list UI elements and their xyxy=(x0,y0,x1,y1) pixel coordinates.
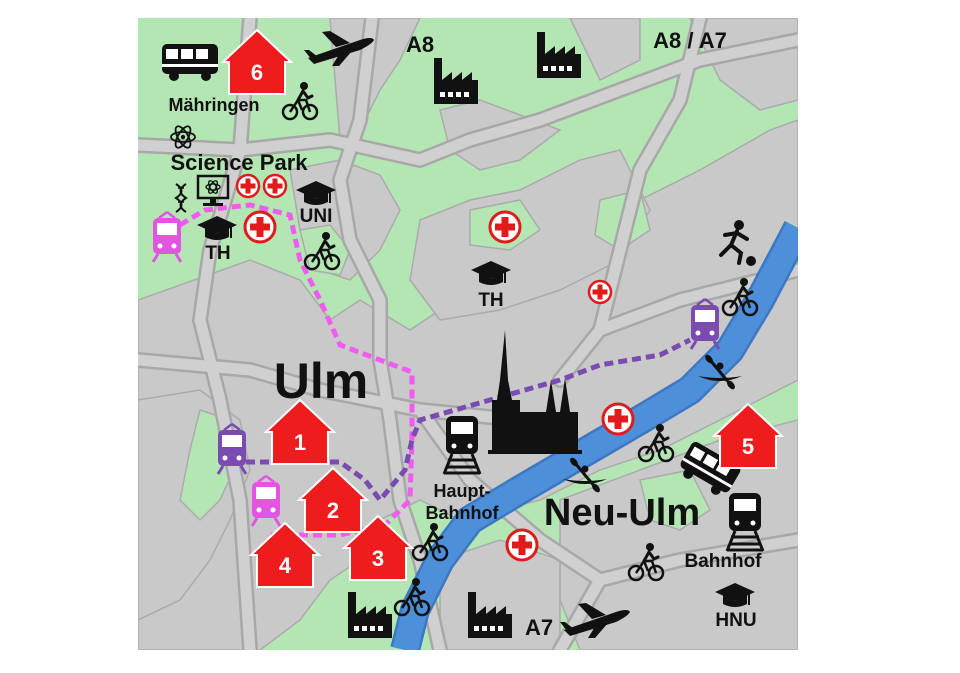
house-marker[interactable]: 2 xyxy=(298,467,368,533)
svg-text:6: 6 xyxy=(251,60,263,85)
hospital-cross-icon xyxy=(262,173,288,199)
svg-text:1: 1 xyxy=(294,430,306,455)
tram-route-purple xyxy=(232,337,692,505)
house-marker[interactable]: 5 xyxy=(713,403,783,469)
hospital-cross-icon xyxy=(505,528,539,562)
cathedral-icon xyxy=(488,330,582,454)
hospital-cross-icon xyxy=(235,173,261,199)
house-marker[interactable]: 6 xyxy=(222,29,292,95)
hospital-cross-icon xyxy=(243,210,277,244)
place-label-bahnhof-neu-ulm: Bahnhof xyxy=(684,551,762,572)
place-label-th-center: TH xyxy=(478,290,503,311)
place-label-maehringen: Mähringen xyxy=(168,95,259,115)
house-marker[interactable]: 3 xyxy=(343,515,413,581)
hospital-cross-icon xyxy=(488,210,522,244)
road-label-a8: A8 xyxy=(406,32,434,57)
map-labels: Ulm Neu-Ulm Mähringen Science Park UNI T… xyxy=(168,28,762,640)
soccer-player-icon xyxy=(719,220,756,266)
house-marker[interactable]: 1 xyxy=(265,399,335,465)
svg-text:2: 2 xyxy=(327,498,339,523)
city-label-neu-ulm: Neu-Ulm xyxy=(544,492,700,534)
place-label-th-west: TH xyxy=(205,243,230,264)
houses: 1 2 3 4 5 6 xyxy=(222,29,783,588)
road-label-a8-a7: A8 / A7 xyxy=(653,28,727,53)
city-label-ulm: Ulm xyxy=(274,353,368,409)
hospital-cross-icon xyxy=(601,402,635,436)
place-label-hauptbahnhof-2: Bahnhof xyxy=(426,503,500,523)
place-label-hnu: HNU xyxy=(715,610,756,631)
svg-text:5: 5 xyxy=(742,434,754,459)
tram-route-magenta xyxy=(166,202,415,538)
place-label-uni: UNI xyxy=(300,206,333,227)
svg-text:4: 4 xyxy=(279,553,292,578)
atom-icon xyxy=(170,125,196,149)
road-label-a7: A7 xyxy=(525,615,553,640)
house-marker[interactable]: 4 xyxy=(250,522,320,588)
dna-icon xyxy=(174,183,188,213)
place-label-hauptbahnhof-1: Haupt- xyxy=(434,481,491,501)
place-label-science-park: Science Park xyxy=(171,150,309,175)
map-icons xyxy=(151,31,765,638)
svg-text:3: 3 xyxy=(372,546,384,571)
hospital-cross-icon xyxy=(587,279,613,305)
computer-atom-icon xyxy=(196,174,230,206)
